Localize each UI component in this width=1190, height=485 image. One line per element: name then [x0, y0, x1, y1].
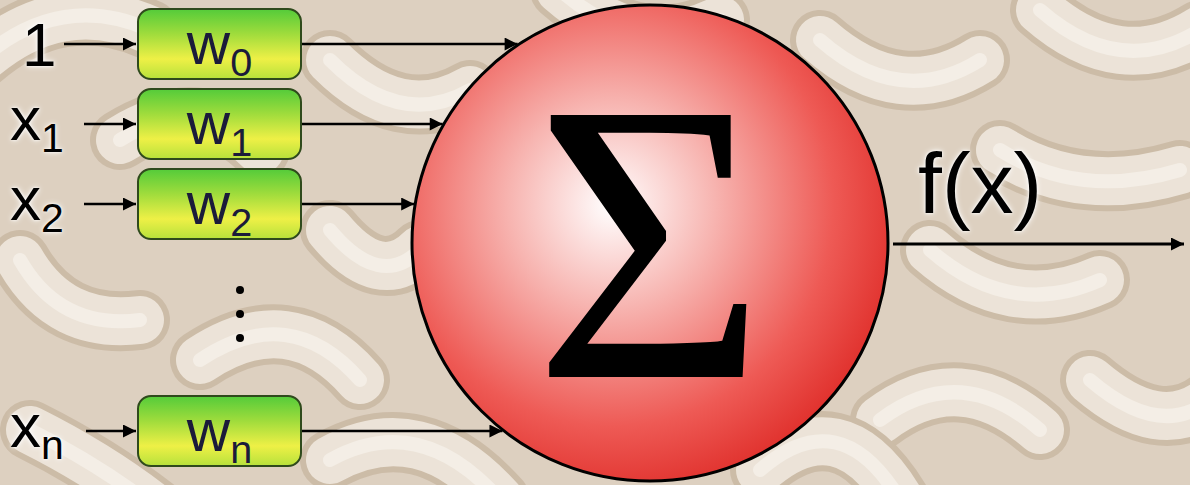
- symbol-letter: x: [10, 391, 41, 460]
- pasta-piece: [1090, 380, 1190, 416]
- weight-box: w2: [137, 168, 302, 240]
- pasta-piece: [330, 230, 420, 266]
- node-text: w0: [187, 14, 252, 74]
- summation-circle: Σ: [410, 3, 890, 483]
- subscript: 2: [41, 195, 64, 241]
- pasta-piece: [330, 230, 420, 266]
- pasta-piece: [20, 260, 140, 321]
- pasta-piece: [330, 60, 470, 105]
- ellipsis-dots: [236, 286, 244, 342]
- pasta-piece: [1090, 380, 1190, 416]
- input-arrow: [84, 123, 136, 126]
- node-text: w2: [187, 174, 252, 234]
- weight-box: wn: [137, 395, 302, 467]
- pasta-piece: [200, 334, 360, 380]
- symbol-letter: x: [10, 84, 41, 153]
- weight-box: w1: [137, 88, 302, 160]
- ellipsis-dot: [236, 334, 244, 342]
- input-arrow: [64, 43, 136, 46]
- pasta-piece: [930, 250, 1100, 295]
- symbol-letter: w: [187, 397, 230, 464]
- pasta-piece: [200, 334, 360, 380]
- subscript: 0: [230, 40, 252, 84]
- subscript: n: [41, 422, 64, 468]
- pasta-piece: [880, 392, 1040, 430]
- pasta-piece: [760, 441, 900, 485]
- pasta-piece: [20, 260, 140, 321]
- weight-connector: [302, 203, 414, 206]
- node-text: w1: [187, 94, 252, 154]
- input-label: x2: [10, 168, 64, 230]
- pasta-piece: [330, 442, 500, 485]
- pasta-piece: [930, 250, 1100, 295]
- weight-connector: [302, 43, 518, 46]
- pasta-piece: [820, 40, 980, 81]
- ellipsis-dot: [236, 286, 244, 294]
- pasta-piece: [930, 250, 1100, 295]
- input-label: xn: [10, 395, 64, 457]
- pasta-piece: [330, 60, 470, 105]
- pasta-piece: [330, 230, 420, 266]
- input-arrow: [84, 203, 136, 206]
- output-arrow: [893, 243, 1184, 246]
- input-arrows: [64, 44, 136, 431]
- pasta-piece: [200, 334, 360, 380]
- pasta-piece: [1090, 380, 1190, 416]
- ellipsis-dot: [236, 310, 244, 318]
- node-text: wn: [187, 401, 252, 461]
- output-label: f(x): [918, 140, 1042, 226]
- subscript: 2: [230, 200, 252, 244]
- pasta-piece: [760, 441, 900, 485]
- input-arrow: [86, 430, 136, 433]
- symbol-letter: w: [187, 10, 230, 77]
- pasta-piece: [760, 441, 900, 485]
- pasta-piece: [330, 442, 500, 485]
- weight-connector: [302, 123, 443, 126]
- subscript: n: [230, 427, 252, 471]
- pasta-piece: [820, 40, 980, 81]
- pasta-piece: [20, 260, 140, 321]
- subscript: 1: [41, 115, 64, 161]
- symbol-letter: w: [187, 90, 230, 157]
- pasta-piece: [330, 442, 500, 485]
- pasta-piece: [330, 60, 470, 105]
- symbol-letter: x: [10, 164, 41, 233]
- symbol-letter: w: [187, 170, 230, 237]
- pasta-piece: [1040, 10, 1190, 51]
- weight-box: w0: [137, 8, 302, 80]
- input-label: x1: [10, 88, 64, 150]
- pasta-piece: [1040, 10, 1190, 51]
- weight-connector: [302, 430, 502, 433]
- node-text: Σ: [534, 83, 767, 403]
- input-label: 1: [22, 14, 56, 76]
- summation-circle-fill: [412, 5, 888, 481]
- subscript: 1: [230, 120, 252, 164]
- pasta-piece: [1040, 10, 1190, 51]
- pasta-piece: [880, 392, 1040, 430]
- pasta-piece: [880, 392, 1040, 430]
- pasta-piece: [820, 40, 980, 81]
